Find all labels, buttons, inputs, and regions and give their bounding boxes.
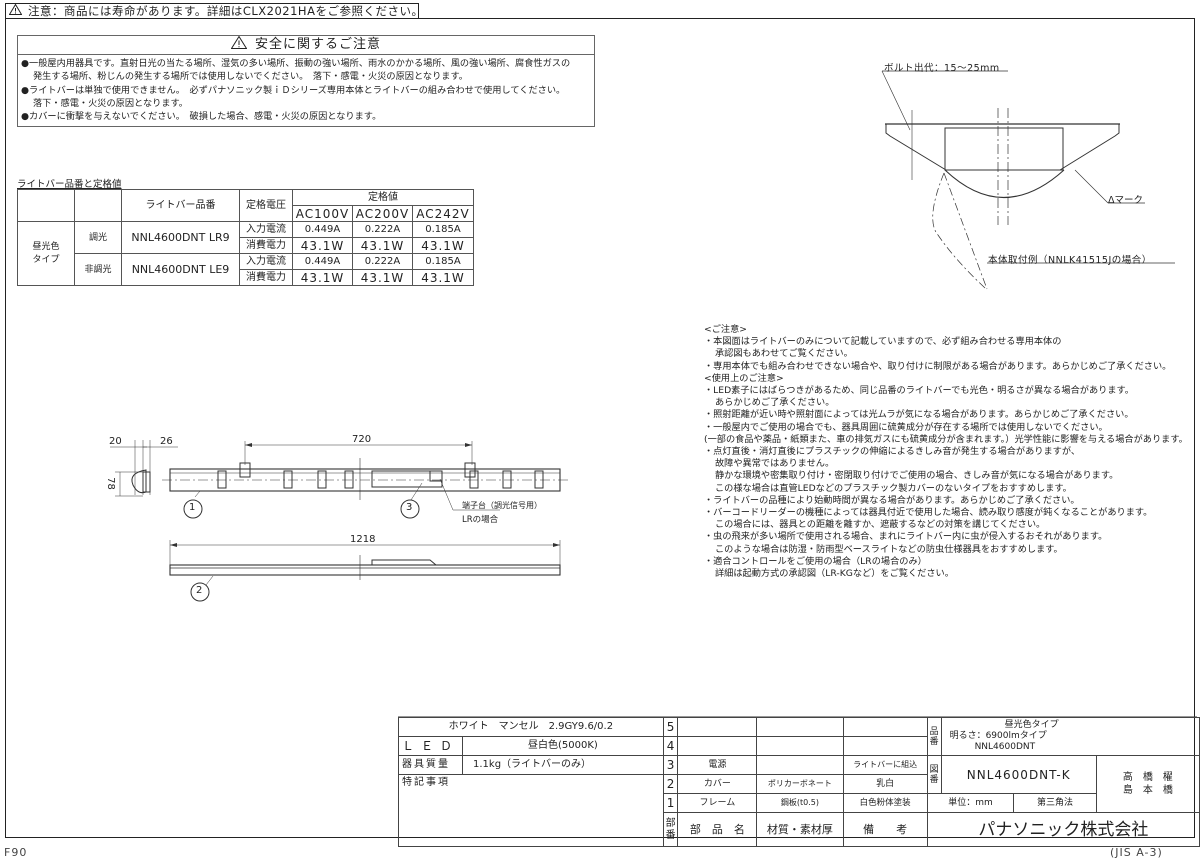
warning-triangle-icon xyxy=(8,3,23,19)
drawing-number: NNL4600DNT-K xyxy=(940,755,1097,794)
mount-cross-section-drawing xyxy=(881,70,1175,290)
delta-mark-label: Δマーク xyxy=(1108,195,1143,206)
group-label: 昼光色タイプ xyxy=(17,221,75,286)
light-bar-side-view xyxy=(162,441,568,519)
row-part: NNL4600DNT LE9 xyxy=(121,253,240,286)
mass-value: 1.1kg（ライトバーのみ） xyxy=(462,755,664,775)
safety-line: 落下・感電・火災の原因となります。 xyxy=(33,97,188,109)
header-voltage: AC200V xyxy=(352,205,413,222)
notes-heading: <使用上のご注意> xyxy=(704,372,784,384)
terminal-label: 端子台（調光信号用） xyxy=(462,501,542,510)
mass-label: 器具質量 xyxy=(397,755,464,775)
color-spec: ホワイト マンセル 2.9GY9.6/0.2 xyxy=(398,717,664,737)
row-type: 調光 xyxy=(74,221,122,254)
dimension-20: 20 xyxy=(109,436,122,447)
dimension-78: 78 xyxy=(104,477,116,490)
callout-3: 3 xyxy=(406,502,413,513)
company-name: パナソニック株式会社 xyxy=(926,812,1200,847)
bolt-length-label: ボルト出代：15～25mm xyxy=(884,63,1000,74)
table-row: 昼光色タイプ 調光 NNL4600DNT LR9 入力電流 0.449A 0.2… xyxy=(17,221,474,286)
title-block: ホワイト マンセル 2.9GY9.6/0.2 5 品番 昼光色タイプ 明るさ：6… xyxy=(397,717,1200,847)
col-note: 備 考 xyxy=(842,812,928,847)
lifetime-notice-text: 注意：商品には寿命があります。詳細はCLX2021HAをご参照ください。 xyxy=(28,4,424,18)
product-no-label: 品番 xyxy=(926,717,942,756)
spec-table: ライトバー品番 定格電圧 定格値 AC100V AC200V AC242V 昼光… xyxy=(17,189,474,286)
paper-size: (JIS A-3) xyxy=(1110,846,1163,859)
notes-heading: <ご注意> xyxy=(704,324,747,335)
col-part-no: 部番 xyxy=(662,812,679,847)
safety-line: 発生する場所、粉じんの発生する場所では使用しないでください。 落下・感電・火災の… xyxy=(33,71,468,83)
col-part-name: 部 品 名 xyxy=(677,812,758,847)
table-row: 非調光 NNL4600DNT LE9 入力電流 0.449A 0.222A 0.… xyxy=(18,253,474,286)
sheet-code: F90 xyxy=(4,846,28,859)
dimension-26: 26 xyxy=(160,436,173,447)
warning-triangle-icon xyxy=(230,35,248,49)
safety-line: ●一般屋内用器具です。直射日光の当たる場所、湿気の多い場所、振動の強い場所、雨水… xyxy=(21,58,571,69)
projection: 第三角法 xyxy=(1013,793,1097,813)
safety-line: ●ライトバーは単独で使用できません。 必ずパナソニック製ｉＤシリーズ専用本体とラ… xyxy=(21,84,566,96)
remarks: 特記事項 xyxy=(398,774,664,847)
light-bar-bottom-view xyxy=(169,540,561,602)
safety-title: 安全に関するご注意 xyxy=(18,35,594,55)
col-material: 材質・素材厚 xyxy=(756,812,844,847)
dimension-1218: 1218 xyxy=(350,534,376,545)
drawing-no-label: 図番 xyxy=(926,755,942,794)
end-view-drawing xyxy=(110,440,178,497)
terminal-sub-label: LRの場合 xyxy=(462,515,499,525)
lifetime-notice: 注意：商品には寿命があります。詳細はCLX2021HAをご参照ください。 xyxy=(5,3,423,19)
table-row: 消費電力 43.1W 43.1W 43.1W xyxy=(18,237,474,254)
led-value: 昼白色(5000K) xyxy=(462,736,664,756)
callout-1: 1 xyxy=(189,502,196,513)
row-part: NNL4600DNT LR9 xyxy=(121,221,240,254)
usage-notes: <ご注意> ・本図面はライトバーのみについて記載していますので、必ず組み合わせる… xyxy=(704,324,1188,580)
row-type: 非調光 xyxy=(74,253,122,286)
safety-notice-box: 安全に関するご注意 ●一般屋内用器具です。直射日光の当たる場所、湿気の多い場所、… xyxy=(17,35,595,127)
dimension-720: 720 xyxy=(352,434,372,445)
mount-example-label: 本体取付例（NNLK41515Jの場合） xyxy=(988,255,1152,266)
led-label: ＬＥＤ xyxy=(397,736,464,756)
table-row: 消費電力 43.1W 43.1W 43.1W xyxy=(18,269,474,286)
product-info: 昼光色タイプ 明るさ：6900lmタイプ NNL4600DNT xyxy=(940,717,1200,756)
callout-2: 2 xyxy=(196,585,203,596)
unit: 単位：mm xyxy=(926,793,1015,813)
spec-table-caption: ライトバー品番と定格値 xyxy=(17,179,122,190)
safety-line: ●カバーに衝撃を与えないでください。 破損した場合、感電・火災の原因となります。 xyxy=(21,111,382,123)
signers: 高 橋 櫂 島 本 橋 xyxy=(1095,755,1200,813)
